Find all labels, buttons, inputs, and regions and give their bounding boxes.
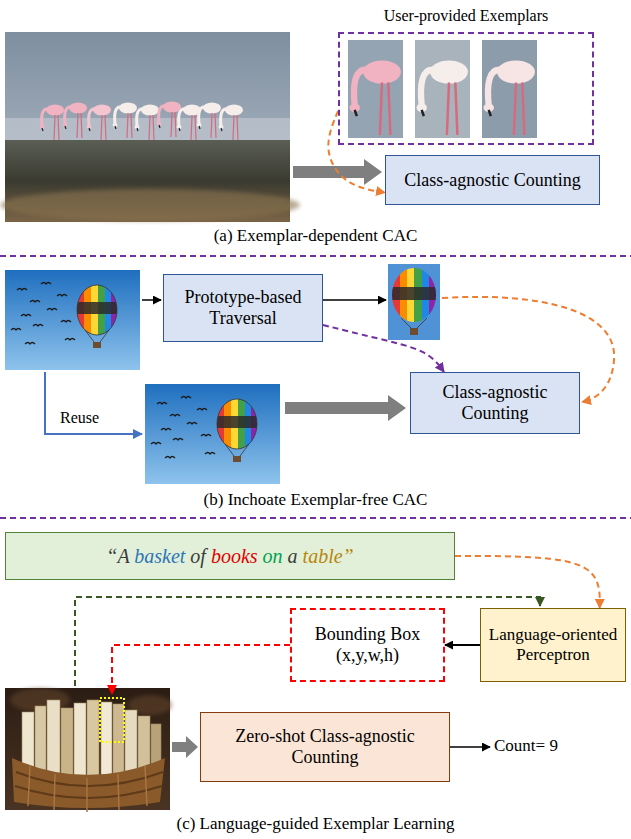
exemplar-image bbox=[482, 40, 537, 138]
connector bbox=[323, 325, 444, 372]
connector bbox=[328, 111, 385, 192]
process-box: Class-agnostic Counting bbox=[410, 372, 580, 434]
exemplar-image bbox=[415, 40, 470, 138]
dashed-arrow bbox=[112, 645, 290, 694]
flamingo-photo bbox=[0, 32, 300, 222]
box-label: Zero-shot Class-agnostic Counting bbox=[206, 726, 444, 767]
bounding-box-output: Bounding Box (x,y,w,h) bbox=[290, 608, 445, 682]
exemplar-image bbox=[348, 40, 403, 138]
box-label: Class-agnostic Counting bbox=[391, 170, 594, 191]
connector bbox=[445, 644, 480, 646]
text-prompt-box: “A basket of books on a table” bbox=[5, 532, 455, 580]
arrow bbox=[142, 299, 161, 301]
process-box: Class-agnostic Counting bbox=[385, 155, 600, 205]
connector bbox=[455, 556, 600, 608]
basket-photo bbox=[5, 688, 172, 812]
prompt-word: table” bbox=[303, 545, 354, 567]
grey-arrow bbox=[285, 395, 406, 421]
prompt-word: of bbox=[190, 545, 206, 567]
box-label: Prototype-based Traversal bbox=[169, 287, 317, 328]
prompt-word: a bbox=[288, 545, 298, 567]
process-box: Language-oriented Perceptron bbox=[480, 608, 626, 682]
arrow bbox=[323, 299, 386, 301]
box-label: “A basket of books on a table” bbox=[11, 545, 449, 568]
balloon-photo bbox=[5, 270, 140, 370]
balloon-photo bbox=[145, 384, 280, 484]
arrow-label: Reuse bbox=[60, 408, 99, 427]
panel-caption: (c) Language-guided Exemplar Learning bbox=[0, 814, 631, 834]
prompt-word: basket bbox=[134, 545, 185, 567]
reuse-arrow bbox=[45, 372, 142, 434]
balloon-crop bbox=[388, 264, 440, 340]
process-box: Zero-shot Class-agnostic Counting bbox=[200, 712, 450, 782]
box-label: Bounding Box (x,y,w,h) bbox=[297, 624, 438, 665]
box-label: Language-oriented Perceptron bbox=[486, 625, 620, 664]
panel-caption: (b) Inchoate Exemplar-free CAC bbox=[0, 490, 631, 510]
panel-caption: (a) Exemplar-dependent CAC bbox=[0, 226, 631, 246]
arrow bbox=[450, 746, 490, 748]
separator bbox=[0, 517, 631, 519]
grey-arrow bbox=[172, 736, 198, 758]
prompt-word: “A bbox=[106, 545, 129, 567]
prompt-word: books bbox=[211, 545, 258, 567]
box-label: Class-agnostic Counting bbox=[416, 382, 574, 423]
dashed-arrow bbox=[75, 597, 540, 686]
process-box: Prototype-based Traversal bbox=[163, 274, 323, 342]
count-output: Count= 9 bbox=[494, 736, 558, 756]
prompt-word: on bbox=[263, 545, 283, 567]
separator bbox=[0, 255, 631, 257]
group-heading: User-provided Exemplars bbox=[300, 7, 631, 25]
exemplar-group: User-provided Exemplars bbox=[338, 32, 594, 145]
